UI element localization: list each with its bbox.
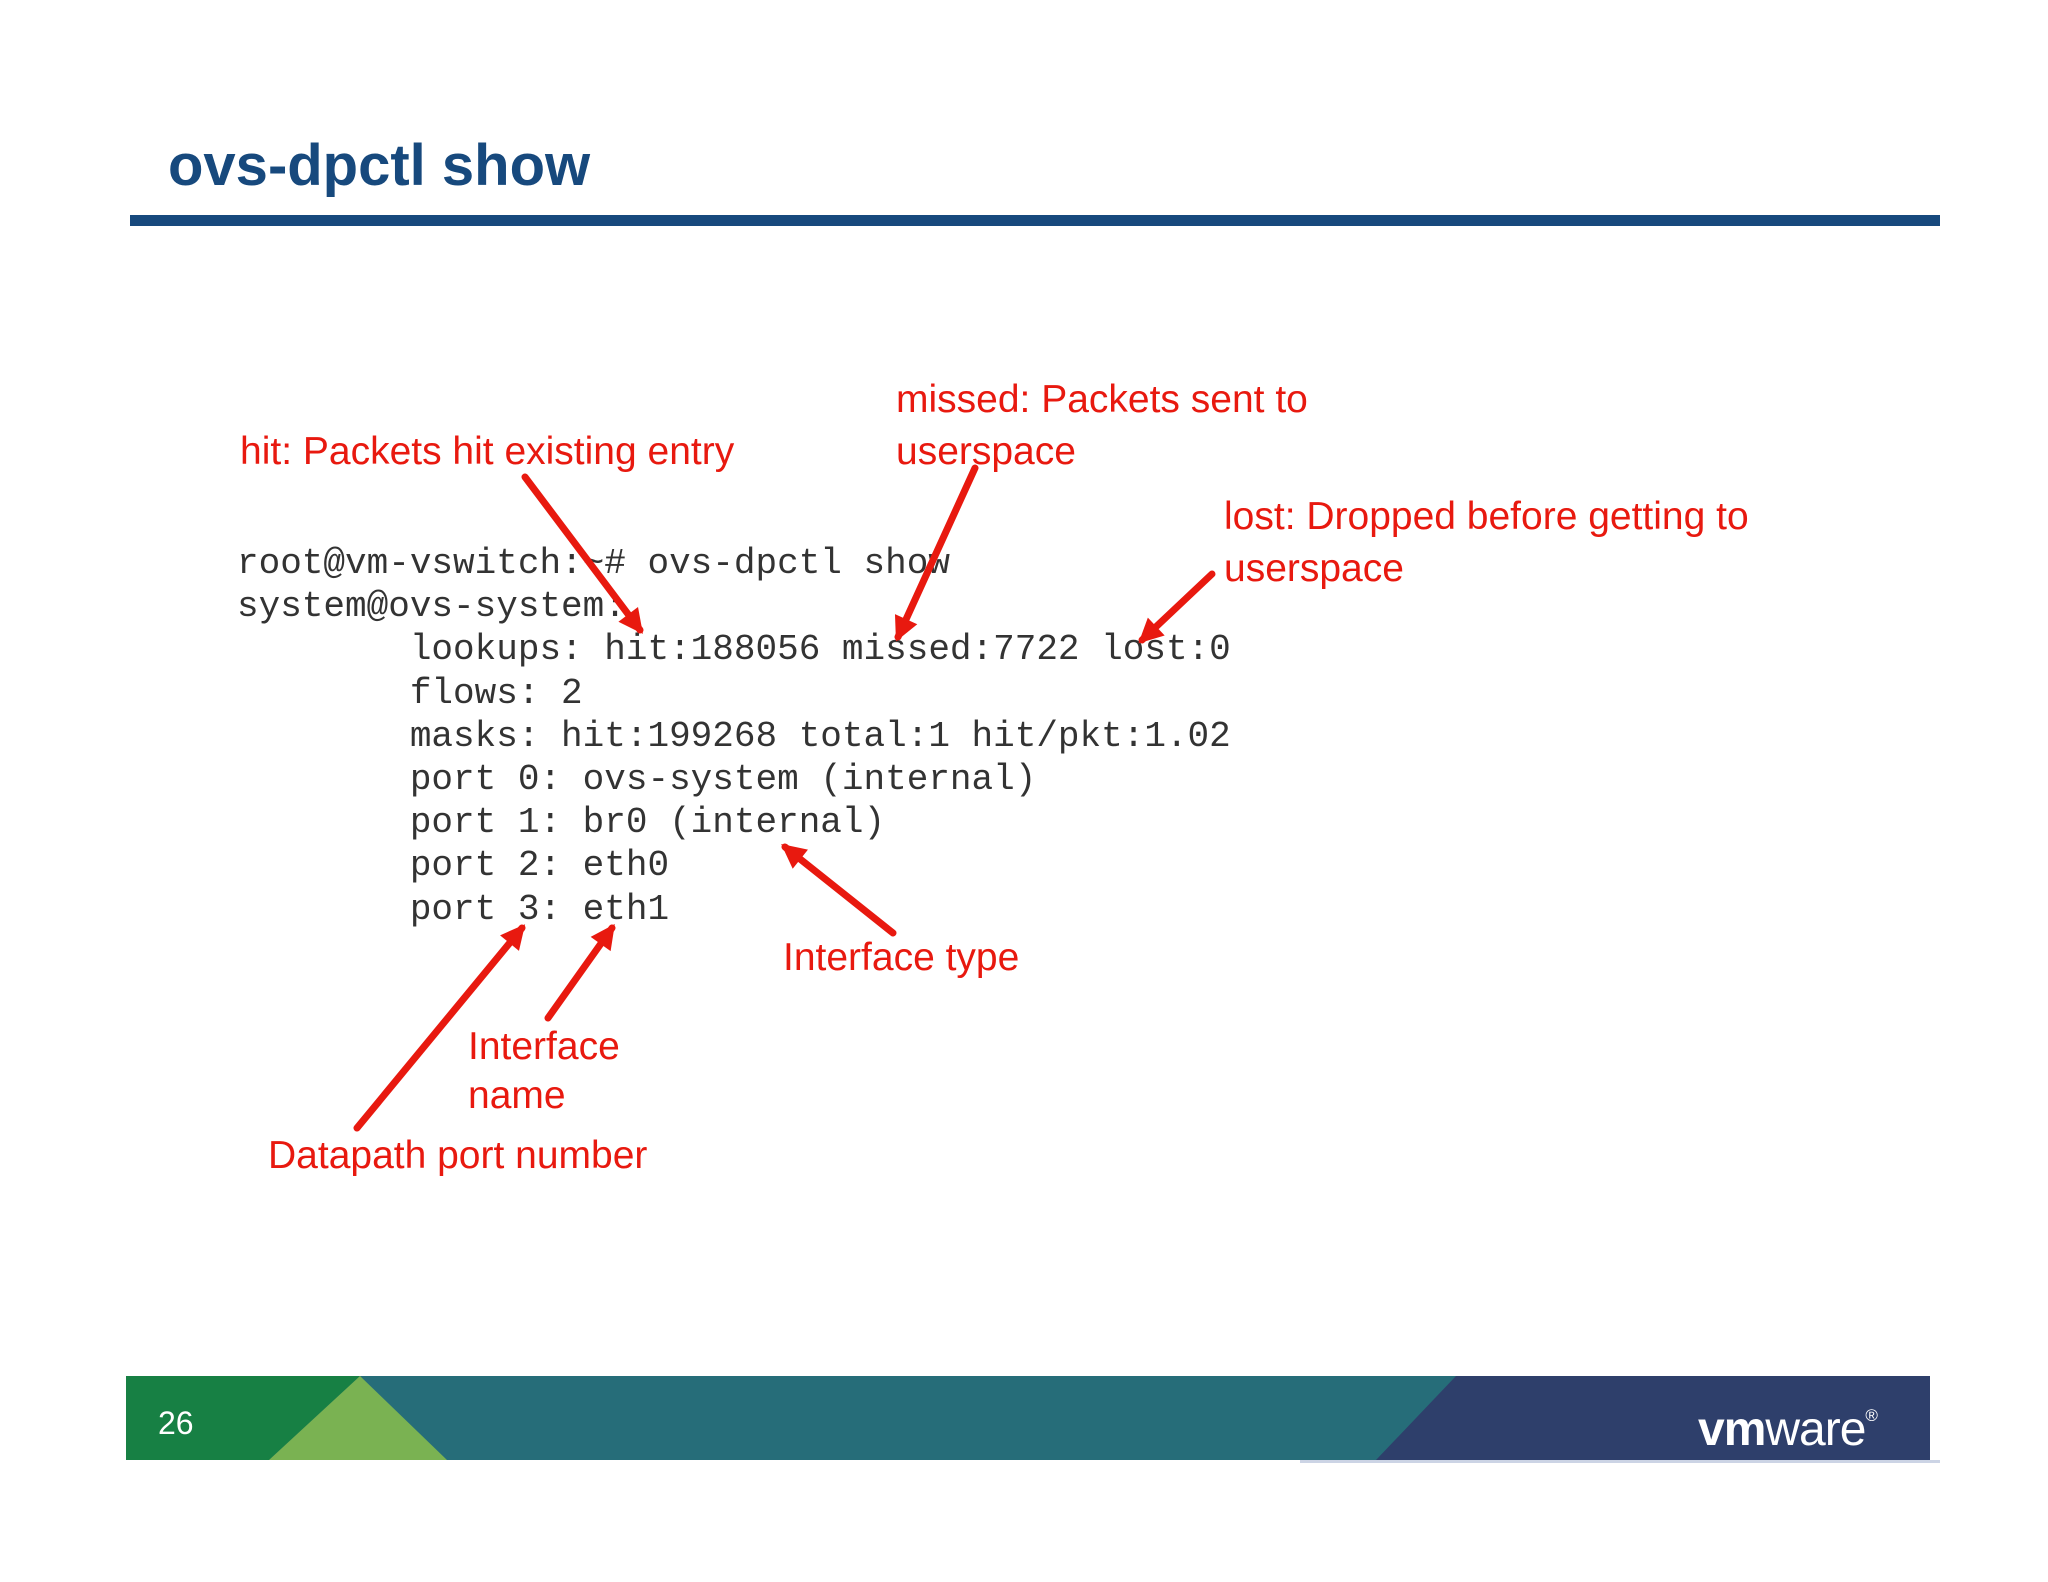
footer-navy-segment bbox=[1376, 1376, 1930, 1460]
interface-name-arrow bbox=[544, 924, 616, 1022]
annotation-interface-type: Interface type bbox=[783, 936, 1020, 979]
annotation-hit: hit: Packets hit existing entry bbox=[240, 430, 735, 473]
footer-light-green-triangle bbox=[269, 1376, 447, 1460]
vmware-logo-vm: vm bbox=[1698, 1403, 1766, 1456]
annotation-interface-name: Interface name bbox=[468, 1025, 620, 1117]
page-title: ovs-dpctl show bbox=[168, 133, 591, 198]
footer-bar bbox=[126, 1376, 1930, 1460]
annotation-lost: lost: Dropped before getting to userspac… bbox=[1224, 495, 1749, 590]
registered-mark: ® bbox=[1865, 1406, 1878, 1425]
annotation-datapath: Datapath port number bbox=[268, 1134, 648, 1177]
vmware-logo: vmware® bbox=[1698, 1391, 1878, 1455]
page-number: 26 bbox=[158, 1405, 194, 1441]
vmware-logo-ware: ware bbox=[1765, 1403, 1866, 1456]
footer-dark-green-segment bbox=[126, 1376, 360, 1460]
footer-underline bbox=[1300, 1460, 1940, 1463]
annotation-missed: missed: Packets sent to userspace bbox=[896, 378, 1308, 473]
title-divider bbox=[130, 215, 1940, 226]
terminal-output: root@vm-vswitch:~# ovs-dpctl show system… bbox=[237, 543, 1231, 930]
